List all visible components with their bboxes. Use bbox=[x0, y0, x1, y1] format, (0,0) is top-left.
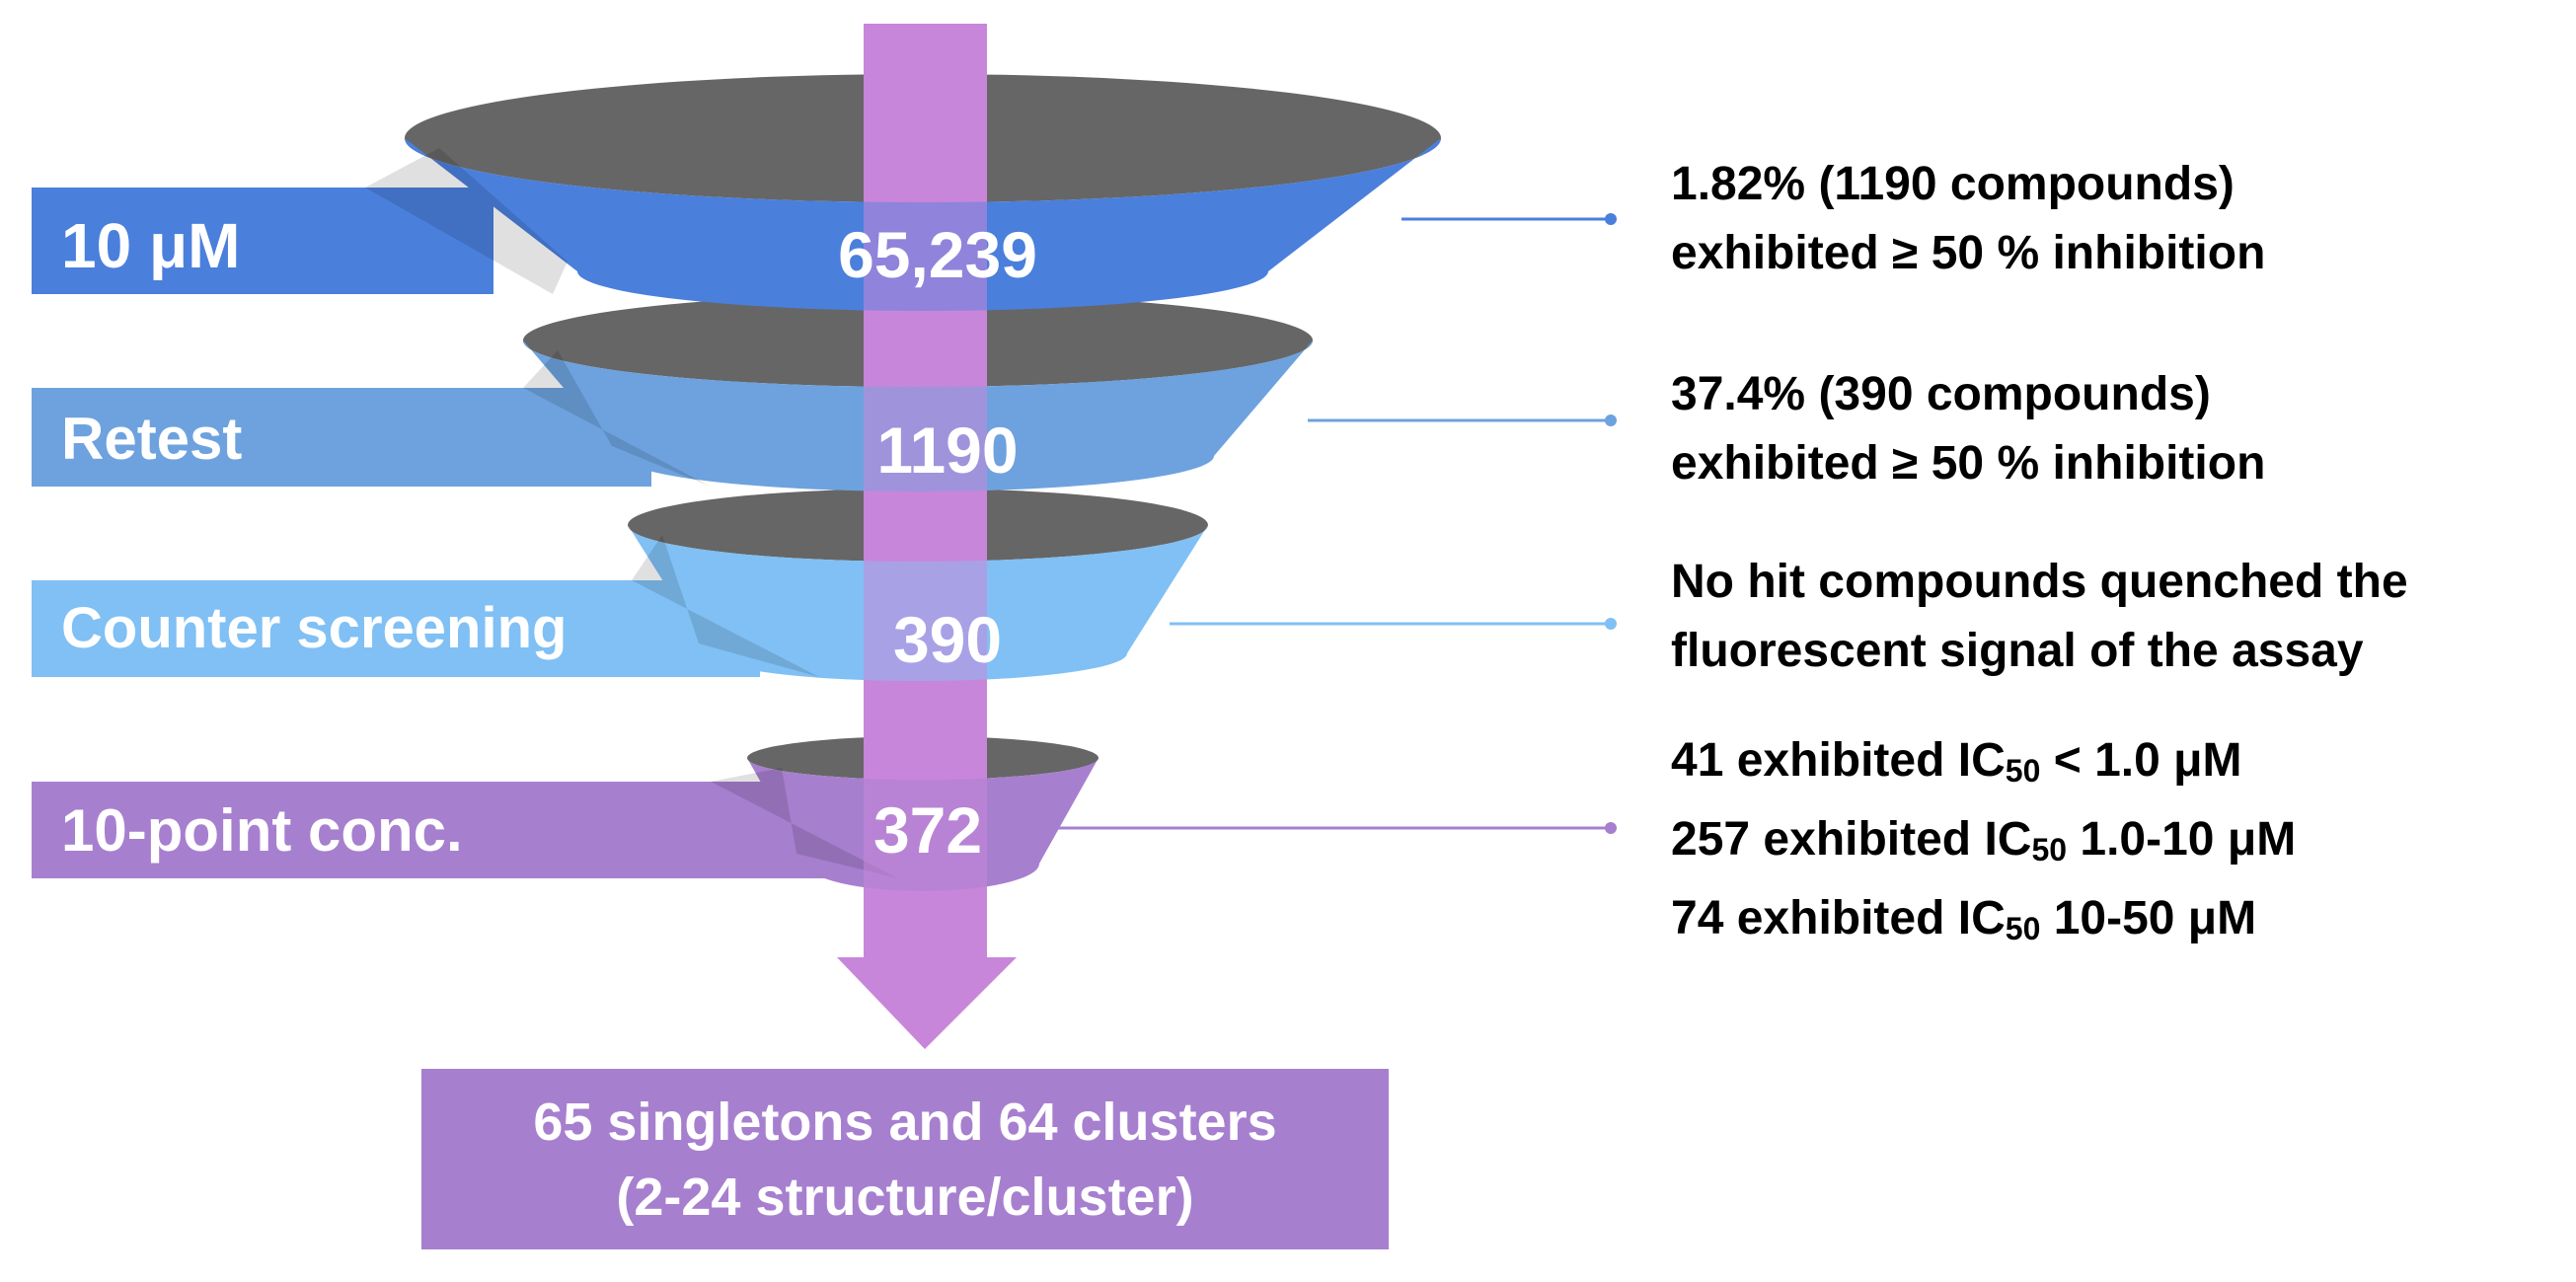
stage-note-3: No hit compounds quenched the fluorescent… bbox=[1671, 548, 2408, 686]
stage-band-4 bbox=[32, 782, 839, 878]
note-text: 74 exhibited IC bbox=[1671, 892, 2006, 944]
note-text: No hit compounds quenched the bbox=[1671, 556, 2408, 608]
stage-label-3: Counter screening bbox=[61, 596, 568, 660]
stage-band-shadow-4 bbox=[711, 768, 898, 878]
note-text: 1.0-10 μM bbox=[2067, 813, 2297, 866]
connector-dot-1 bbox=[1605, 213, 1617, 225]
stage-band-1 bbox=[32, 188, 493, 294]
note-text: 37.4% (390 compounds) bbox=[1671, 368, 2211, 420]
stage-note-line: 1.82% (1190 compounds) bbox=[1671, 150, 2265, 219]
connector-dot-2 bbox=[1605, 415, 1617, 426]
stage-label-2: Retest bbox=[61, 406, 243, 472]
result-line-1: 65 singletons and 64 clusters bbox=[533, 1092, 1277, 1152]
result-line-2: (2-24 structure/cluster) bbox=[616, 1167, 1194, 1227]
stage-note-line: 74 exhibited IC50 10-50 μM bbox=[1671, 884, 2296, 963]
connector-dot-4 bbox=[1605, 822, 1617, 834]
down-arrow-overlay bbox=[864, 24, 987, 957]
stage-band-shadow-3 bbox=[632, 535, 819, 677]
stage-note-line: No hit compounds quenched the bbox=[1671, 548, 2408, 617]
stage-note-line: 41 exhibited IC50 < 1.0 μM bbox=[1671, 726, 2296, 805]
stage-count-3: 390 bbox=[892, 603, 1003, 676]
result-box: 65 singletons and 64 clusters (2-24 stru… bbox=[421, 1069, 1389, 1249]
note-text: 1.82% (1190 compounds) bbox=[1671, 158, 2235, 210]
note-text: 10-50 μM bbox=[2040, 892, 2257, 944]
stage-band-shadow-2 bbox=[523, 350, 711, 487]
stage-note-line: exhibited ≥ 50 % inhibition bbox=[1671, 429, 2265, 498]
subscript: 50 bbox=[2005, 911, 2041, 946]
stage-note-1: 1.82% (1190 compounds) exhibited ≥ 50 % i… bbox=[1671, 150, 2265, 288]
stage-band-2 bbox=[32, 388, 651, 487]
stage-count-2: 1190 bbox=[876, 414, 1019, 487]
down-arrow-head bbox=[837, 957, 1017, 1049]
stage-note-line: exhibited ≥ 50 % inhibition bbox=[1671, 219, 2265, 288]
stage-count-1: 65,239 bbox=[838, 218, 1037, 291]
note-text: exhibited ≥ 50 % inhibition bbox=[1671, 437, 2266, 490]
stage-band-3 bbox=[32, 580, 760, 677]
subscript: 50 bbox=[2031, 832, 2068, 867]
subscript: 50 bbox=[2005, 753, 2041, 789]
note-text: 257 exhibited IC bbox=[1671, 813, 2032, 866]
stage-note-2: 37.4% (390 compounds) exhibited ≥ 50 % in… bbox=[1671, 360, 2265, 498]
stage-band-shadow-1 bbox=[365, 148, 568, 294]
note-text: fluorescent signal of the assay bbox=[1671, 625, 2364, 677]
connector-dot-3 bbox=[1605, 618, 1617, 630]
stage-note-line: 257 exhibited IC50 1.0-10 μM bbox=[1671, 805, 2296, 884]
stage-note-line: 37.4% (390 compounds) bbox=[1671, 360, 2265, 429]
stage-note-line: fluorescent signal of the assay bbox=[1671, 617, 2408, 686]
stage-label-4: 10-point conc. bbox=[61, 797, 463, 864]
note-text: exhibited ≥ 50 % inhibition bbox=[1671, 227, 2266, 279]
note-text: 41 exhibited IC bbox=[1671, 734, 2006, 787]
note-text: < 1.0 μM bbox=[2040, 734, 2242, 787]
stage-label-1: 10 μM bbox=[61, 210, 241, 281]
stage-count-4: 372 bbox=[872, 793, 983, 867]
